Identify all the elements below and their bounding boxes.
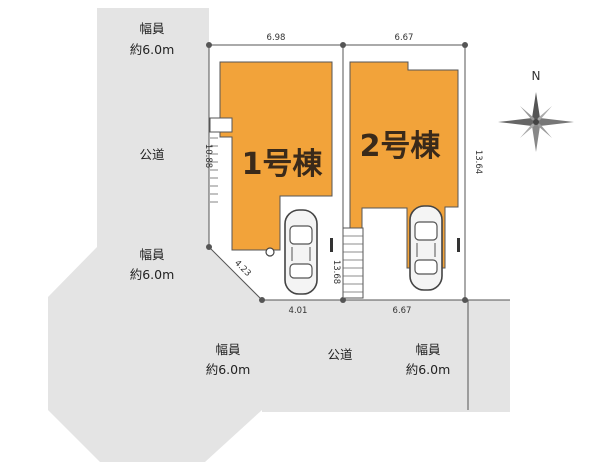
car-1-icon (284, 209, 318, 295)
dim-left-side: 10.88 (203, 144, 213, 168)
compass-icon (498, 92, 574, 152)
compass-north-label: N (532, 69, 541, 83)
mid-road-width-value: 約6.0m (130, 267, 175, 282)
top-road-width-label: 幅員 (139, 21, 165, 36)
dim-middle-side: 13.68 (331, 260, 341, 284)
building-1-label: 1号棟 (242, 147, 324, 182)
top-road-width-value: 約6.0m (130, 42, 175, 57)
dim-top-left: 6.98 (267, 33, 286, 43)
dim-top-right: 6.67 (395, 33, 414, 43)
dim-bottom-left: 4.01 (289, 306, 308, 316)
left-public-road-label: 公道 (139, 147, 165, 162)
building-1 (219, 61, 333, 251)
bottom-right-road-width-value: 約6.0m (406, 362, 451, 377)
bottom-public-road-label: 公道 (327, 347, 353, 362)
bottom-right-road-width-label: 幅員 (415, 342, 441, 357)
bottom-left-road-width-label: 幅員 (215, 342, 241, 357)
stair-1 (210, 137, 218, 203)
dim-bottom-right: 6.67 (393, 306, 412, 316)
mid-road-width-label: 幅員 (139, 247, 165, 262)
dim-right-side: 13.64 (473, 150, 483, 174)
building-2-label: 2号棟 (360, 129, 442, 164)
road-top-left (97, 8, 209, 247)
car-2-icon (409, 205, 443, 291)
stair-2 (342, 227, 364, 299)
road-octagon (48, 247, 262, 462)
bottom-left-road-width-value: 約6.0m (206, 362, 251, 377)
road-bottom (262, 300, 510, 412)
